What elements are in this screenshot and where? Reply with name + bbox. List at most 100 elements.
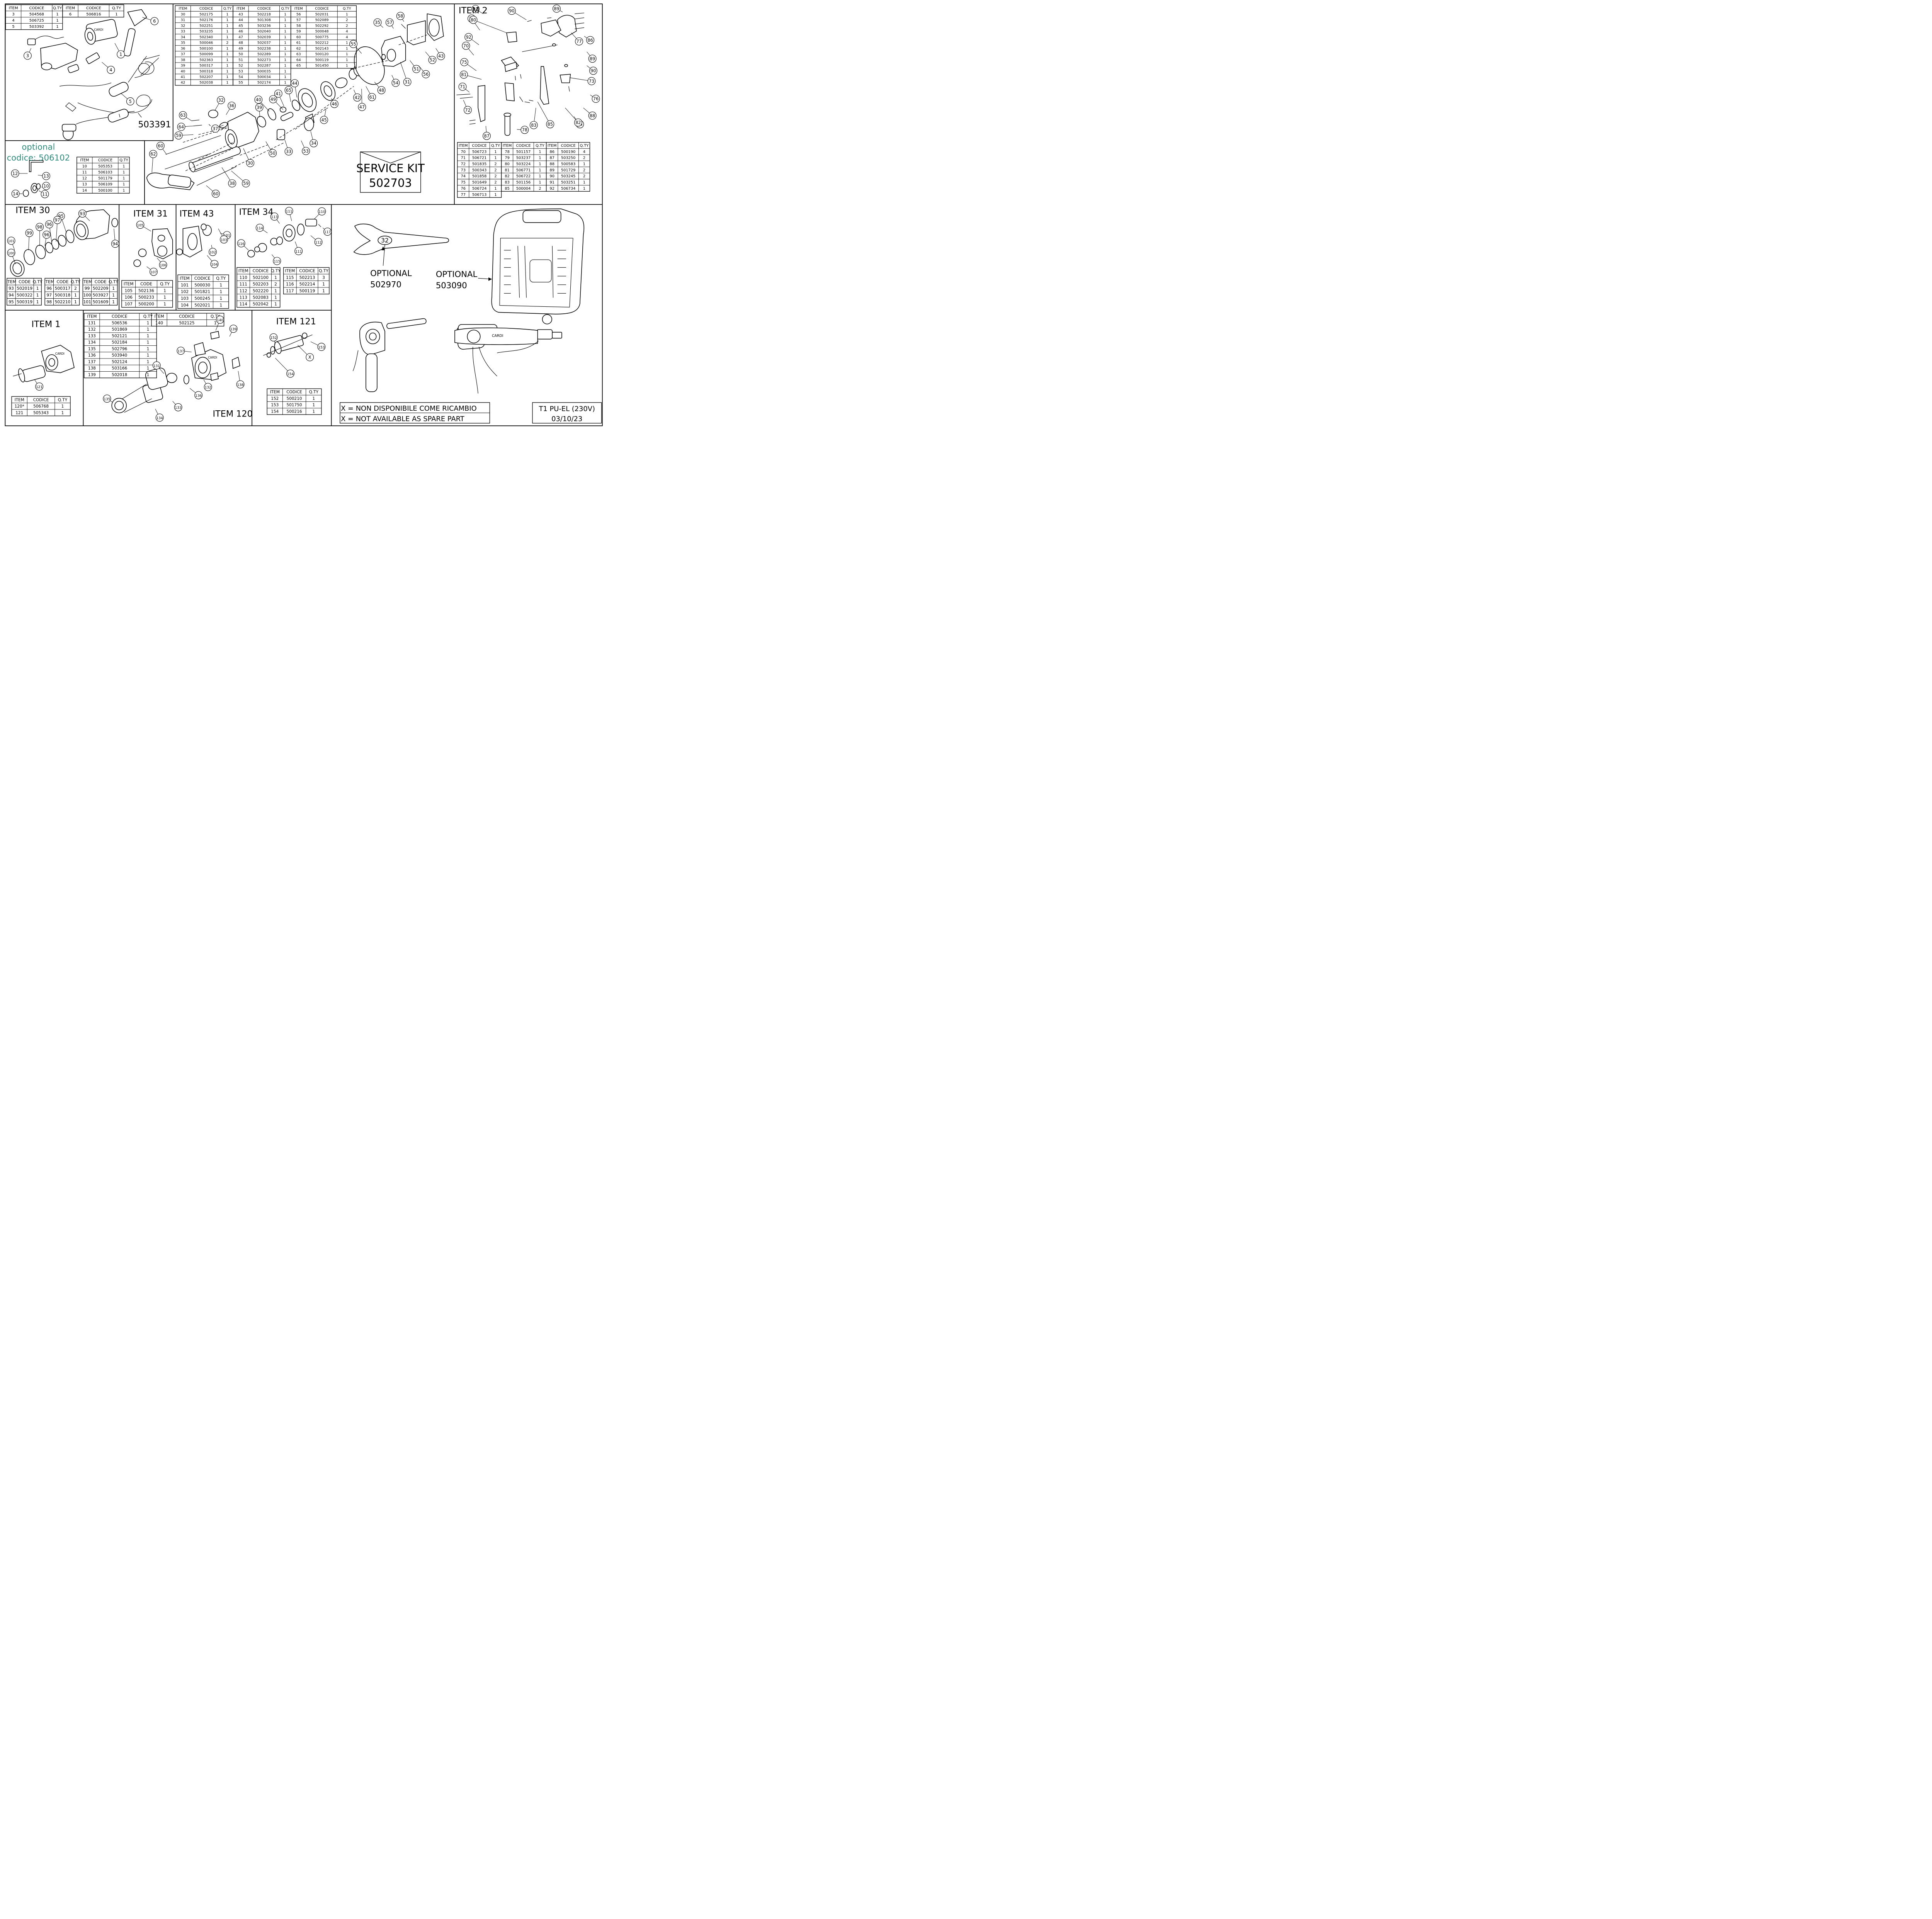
table-cell: 502207 (199, 75, 213, 79)
table-cell: 503237 (516, 156, 531, 160)
callouts-item2: 7071727374757677787980818283858687888989… (458, 4, 600, 140)
callout-item-131: 131 (152, 361, 161, 370)
service-kit-box: SERVICE KIT 502703 (356, 151, 425, 193)
table-cell: 133 (88, 334, 96, 338)
table-cell: 1 (284, 36, 286, 39)
table-cell: 504568 (29, 12, 44, 17)
table-cell: 95 (9, 299, 14, 304)
callout-item-60: 60 (156, 142, 165, 150)
table-cell: 506721 (472, 156, 486, 160)
table-cell: 500322 (17, 293, 32, 298)
callout-item-47: 47 (358, 103, 366, 111)
table-cell: 87 (550, 156, 555, 160)
table-cell: 91 (550, 180, 555, 185)
callout-label: 138 (237, 383, 243, 387)
brand-label-tool: CARDI (492, 334, 503, 338)
table-header-cell: Q.TY (112, 6, 121, 10)
callout-item-49: 49 (269, 95, 277, 104)
table-header-cell: CODICE (472, 144, 487, 148)
labels: ITEM 2 ITEM 30 ITEM 31 ITEM 43 ITEM 34 I… (7, 6, 602, 424)
table-cell: 1 (284, 53, 286, 56)
callout-label: 131 (153, 364, 160, 368)
table-cell: 93 (9, 286, 14, 291)
item31-drawing (133, 228, 173, 267)
table-cell: 1 (312, 396, 315, 401)
callout-item-99: 99 (25, 229, 34, 237)
table-cell: 73 (461, 168, 466, 172)
callout-label: 10 (43, 184, 49, 189)
table-header-cell: Q.TY (491, 144, 500, 148)
item30-drawing (10, 209, 118, 277)
table-cell: 503166 (112, 366, 127, 371)
table-cell: 70 (461, 150, 466, 154)
table-cell: 86 (550, 150, 555, 154)
table-cell: 94 (9, 293, 14, 298)
table-header-cell: Q.TY (223, 7, 232, 11)
callout-item-75: 75 (460, 58, 468, 66)
table-cell: 1 (226, 64, 229, 68)
table-cell: 502210 (54, 299, 70, 304)
callout-item-81: 81 (460, 70, 468, 79)
callout-item-136: 136 (194, 391, 203, 399)
legend-line-en: X = NOT AVAILABLE AS SPARE PART (341, 415, 464, 423)
item121-title: ITEM 121 (276, 317, 316, 327)
callout-label: 102 (209, 251, 216, 255)
callout-label: 37 (213, 126, 218, 131)
callout-label: 31 (405, 80, 410, 85)
callout-item-78: 78 (520, 126, 529, 134)
callout-item-77: 77 (575, 37, 583, 46)
callout-item-92: 92 (464, 33, 473, 41)
item1-drawing (13, 345, 75, 382)
table-cell: 138 (88, 366, 96, 371)
table-cell: 1 (61, 404, 64, 409)
callout-item-60: 60 (211, 189, 220, 198)
table-cell: 1 (226, 58, 229, 62)
table-cell: 3 (12, 12, 14, 17)
callout-label: 86 (587, 38, 593, 43)
table-cell: 1 (539, 156, 541, 160)
table-cell: 501821 (194, 289, 210, 294)
table-header-cell: ITEM (503, 144, 512, 148)
table-cell: 76 (461, 187, 466, 191)
table-cell: 500318 (199, 70, 213, 73)
table-cell: 2 (494, 174, 497, 178)
table-cell: 2 (226, 41, 229, 45)
brand-label-motor: CARDI (94, 28, 103, 31)
callout-item-94: 94 (111, 240, 119, 248)
table-cell: 1 (583, 187, 585, 191)
table-cell: 502212 (315, 41, 329, 45)
table-cell: 502220 (253, 288, 269, 293)
parts-diagram: ITEMCODICEQ.TY350456814506725155033921IT… (5, 3, 603, 427)
callout-label: 6 (153, 19, 156, 24)
table-cell: 1 (322, 282, 325, 287)
legend-line-it: X = NON DISPONIBILE COME RICAMBIO (341, 405, 477, 413)
table-cell: 1 (226, 70, 229, 73)
table-header-cell: Q.TY (536, 144, 545, 148)
callout-label: 101 (224, 234, 230, 238)
table-cell: 1 (36, 299, 39, 304)
table-cell: 113 (240, 295, 247, 300)
callout-label: 41 (276, 91, 281, 96)
table-cell: 1 (112, 293, 115, 298)
table-cell: 1 (226, 81, 229, 85)
table-cell: 114 (240, 302, 248, 307)
table-cell: 4 (583, 150, 585, 154)
table-cell: 60 (296, 36, 301, 39)
callout-item-70: 70 (462, 41, 470, 50)
table-cell: 42 (181, 81, 185, 85)
table-header-cell: CODICE (194, 276, 211, 281)
callout-item-97: 97 (53, 216, 61, 224)
callout-item-140: 140 (216, 316, 224, 324)
callout-label: 71 (460, 84, 465, 89)
table-cell: 136 (88, 353, 96, 358)
table-cell: 502273 (257, 58, 271, 62)
callout-item-98: 98 (36, 223, 44, 231)
table-cell: 501179 (98, 177, 112, 181)
table-cell: 2 (274, 282, 277, 287)
item121-drawing (263, 332, 313, 358)
